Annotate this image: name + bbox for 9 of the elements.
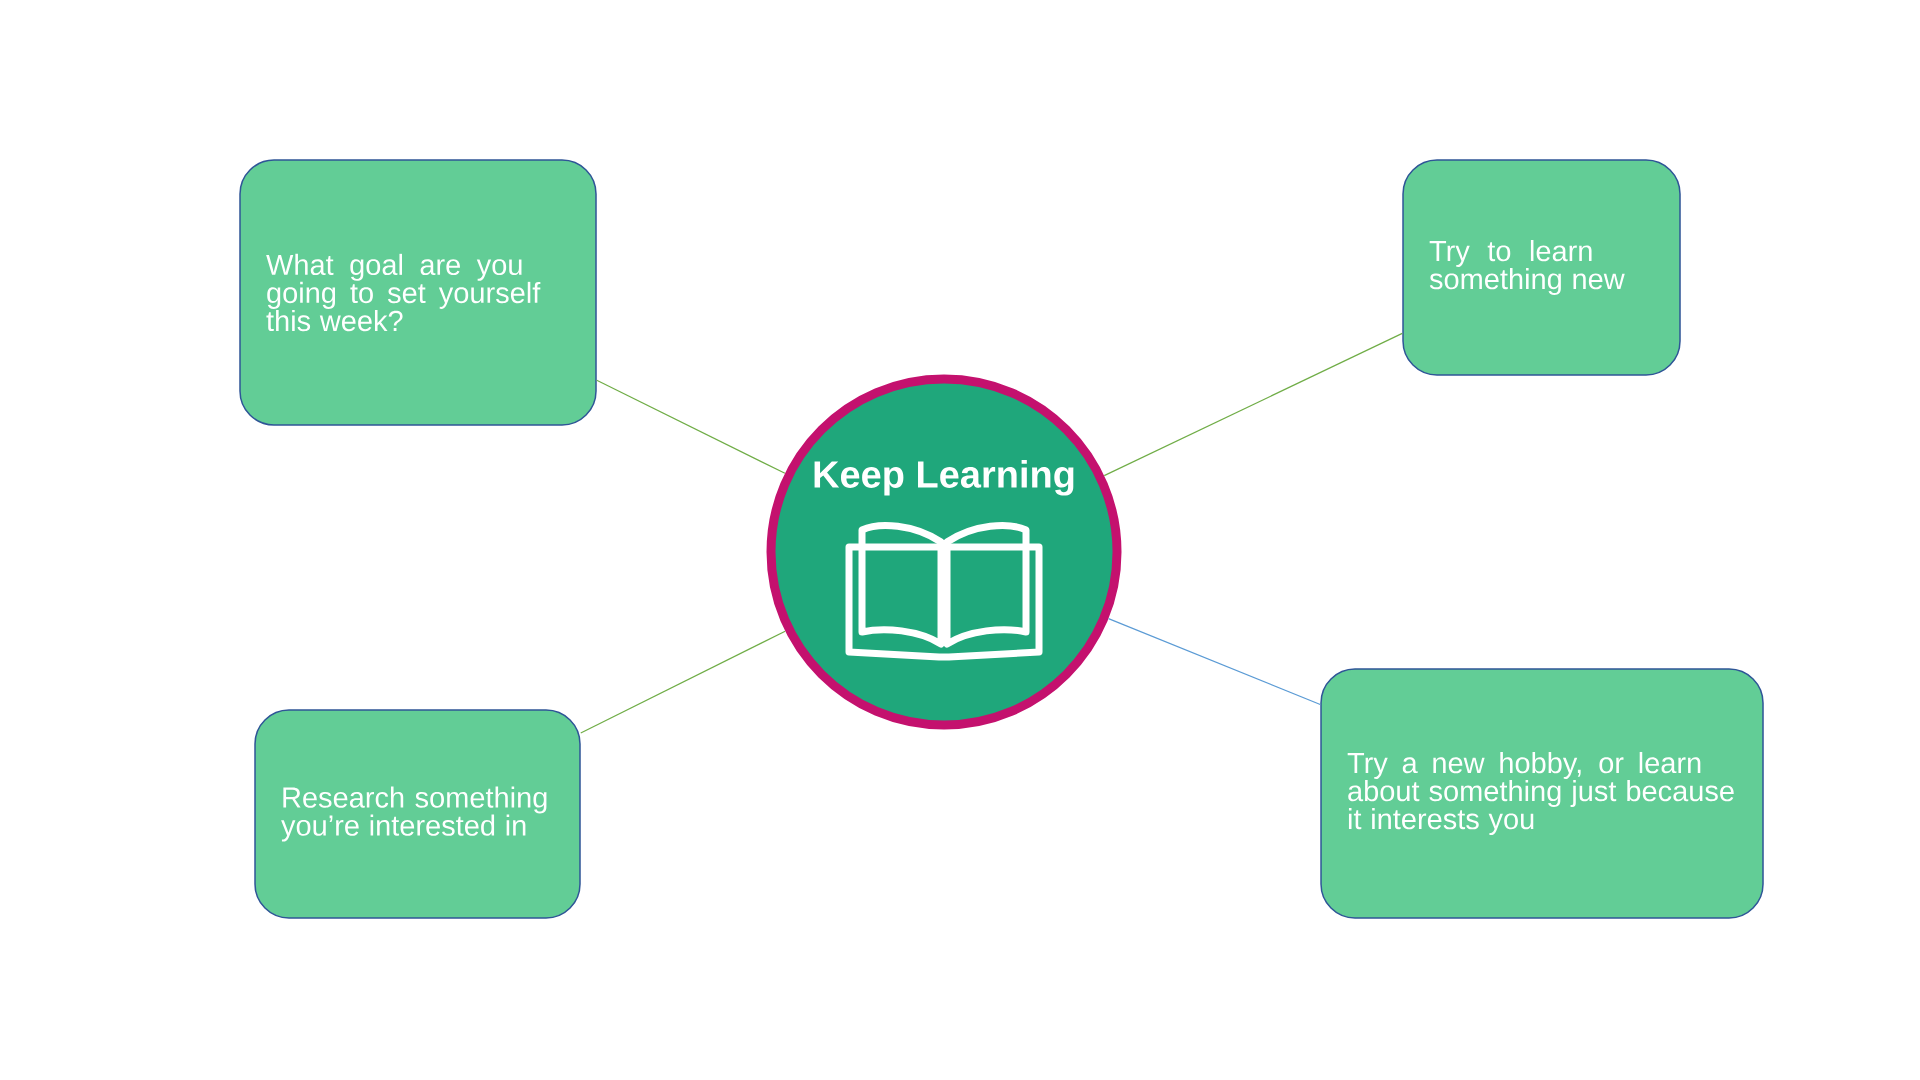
circle-node: Keep Learning [766,374,1122,730]
text-box: Try to learn something new [1402,159,1681,376]
text-box: Research something you’re interested in [254,709,581,919]
text-box: What goal are you going to set yourself this week? [239,159,597,426]
connector-line [596,379,786,474]
connector-line [580,630,786,734]
text-box: Try a new hobby, or learn about something just because it interests you [1320,668,1764,919]
connector-line [1107,618,1321,706]
connector-line [1103,332,1403,477]
